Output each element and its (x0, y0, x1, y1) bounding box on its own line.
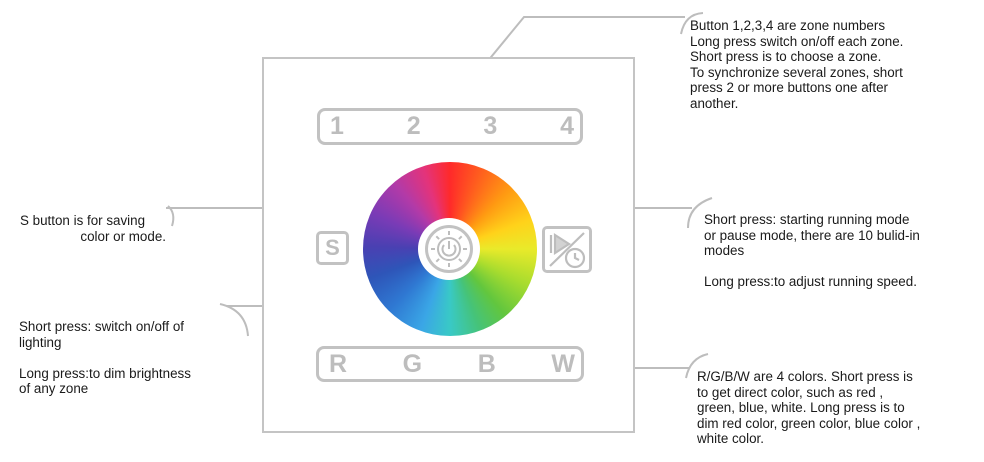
zone-button-2[interactable]: 2 (406, 112, 421, 140)
power-sun-icon (431, 231, 467, 267)
mode-callout: Short press: starting running mode or pa… (704, 212, 920, 290)
callout-line: or pause mode, there are 10 bulid-in (704, 227, 920, 243)
color-button-g[interactable]: G (402, 349, 423, 378)
play-timer-icon (549, 232, 586, 269)
save-callout: S button is for saving color or mode. (20, 213, 166, 244)
save-bracket (167, 205, 175, 227)
color-button-b[interactable]: B (477, 349, 496, 378)
power-bracket (219, 303, 249, 337)
color-buttons-bar: R G B W (316, 346, 584, 382)
colors-bracket (685, 353, 709, 379)
save-button-label: S (325, 235, 340, 260)
zones-bracket (680, 12, 704, 35)
callout-line: dim red color, green color, blue color , (697, 415, 921, 431)
zone-button-4[interactable]: 4 (560, 112, 574, 140)
callout-line: Long press switch on/off each zone. (690, 33, 904, 49)
callout-line: to get direct color, such as red , (697, 384, 884, 400)
power-button[interactable] (425, 225, 473, 273)
callout-line: R/G/B/W are 4 colors. Short press is (697, 369, 913, 384)
callout-line: green, blue, white. Long press is to (697, 400, 905, 415)
colors-callout: R/G/B/W are 4 colors. Short press is to … (697, 369, 920, 447)
mode-bracket (687, 197, 713, 229)
save-button[interactable]: S (316, 231, 349, 265)
callout-line: lighting (19, 334, 62, 350)
callout-line: another. (690, 95, 739, 111)
callout-line: press 2 or more buttons one after (690, 80, 888, 95)
callout-line: Short press: switch on/off of (19, 319, 184, 334)
callout-line: modes (704, 243, 745, 258)
callout-line: S button is for saving (20, 213, 146, 228)
callout-line: To synchronize several zones, short (690, 64, 903, 80)
zone-button-3[interactable]: 3 (483, 112, 498, 140)
color-button-w[interactable]: W (551, 349, 575, 378)
callout-line: color or mode. (80, 228, 166, 244)
zone-button-1[interactable]: 1 (330, 112, 344, 140)
callout-line: Short press is to choose a zone. (690, 49, 882, 64)
callout-line: white color. (697, 431, 764, 446)
zones-callout: Button 1,2,3,4 are zone numbers Long pre… (690, 18, 903, 111)
mode-button[interactable] (542, 226, 592, 273)
callout-line: of any zone (19, 381, 89, 396)
zone-buttons-bar: 1 2 3 4 (317, 108, 583, 145)
callout-line (19, 350, 191, 366)
power-callout: Short press: switch on/off of lighting L… (19, 319, 191, 397)
callout-line (704, 259, 920, 275)
callout-line: Short press: starting running mode (704, 212, 910, 227)
callout-line: Long press:to dim brightness (19, 365, 191, 381)
color-button-r[interactable]: R (329, 349, 348, 378)
callout-line: Long press:to adjust running speed. (704, 274, 917, 289)
callout-line: Button 1,2,3,4 are zone numbers (690, 18, 886, 33)
